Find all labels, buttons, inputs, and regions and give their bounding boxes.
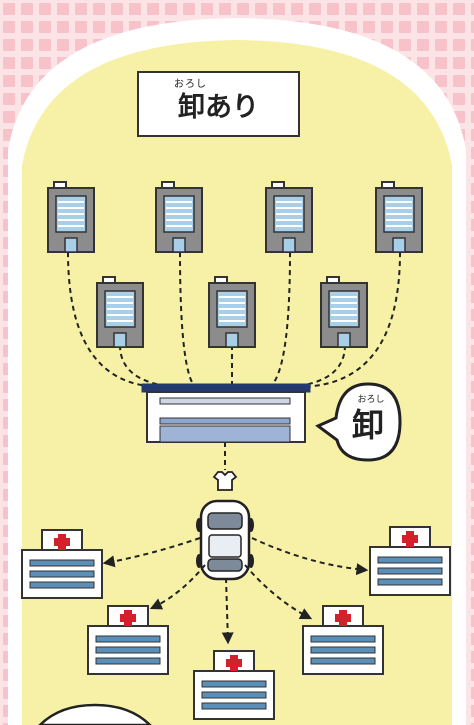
partial-speech-bubble — [38, 703, 152, 725]
mr-shirt-icon — [212, 471, 238, 491]
delivery-car-icon — [196, 499, 254, 581]
hospital-building — [302, 605, 384, 675]
manufacturer-building — [208, 276, 256, 348]
bubble-ruby: おろし — [357, 395, 385, 405]
manufacturer-building — [155, 181, 203, 253]
manufacturer-building — [375, 181, 423, 253]
speech-bubble — [315, 382, 402, 462]
hospital-building — [193, 650, 275, 720]
yellow-area — [22, 40, 452, 725]
page-title: 卸あり — [178, 92, 259, 123]
title-box: おろし 卸あり — [137, 71, 300, 137]
wholesaler-warehouse — [141, 383, 311, 443]
hospital-building — [369, 526, 451, 596]
bubble-label: 卸 — [351, 406, 384, 444]
title-ruby: おろし — [174, 79, 207, 90]
manufacturer-building — [265, 181, 313, 253]
manufacturer-building — [47, 181, 95, 253]
hospital-building — [21, 529, 103, 599]
manufacturer-building — [96, 276, 144, 348]
hospital-building — [87, 605, 169, 675]
manufacturer-building — [320, 276, 368, 348]
delivery-arrows — [102, 537, 369, 645]
